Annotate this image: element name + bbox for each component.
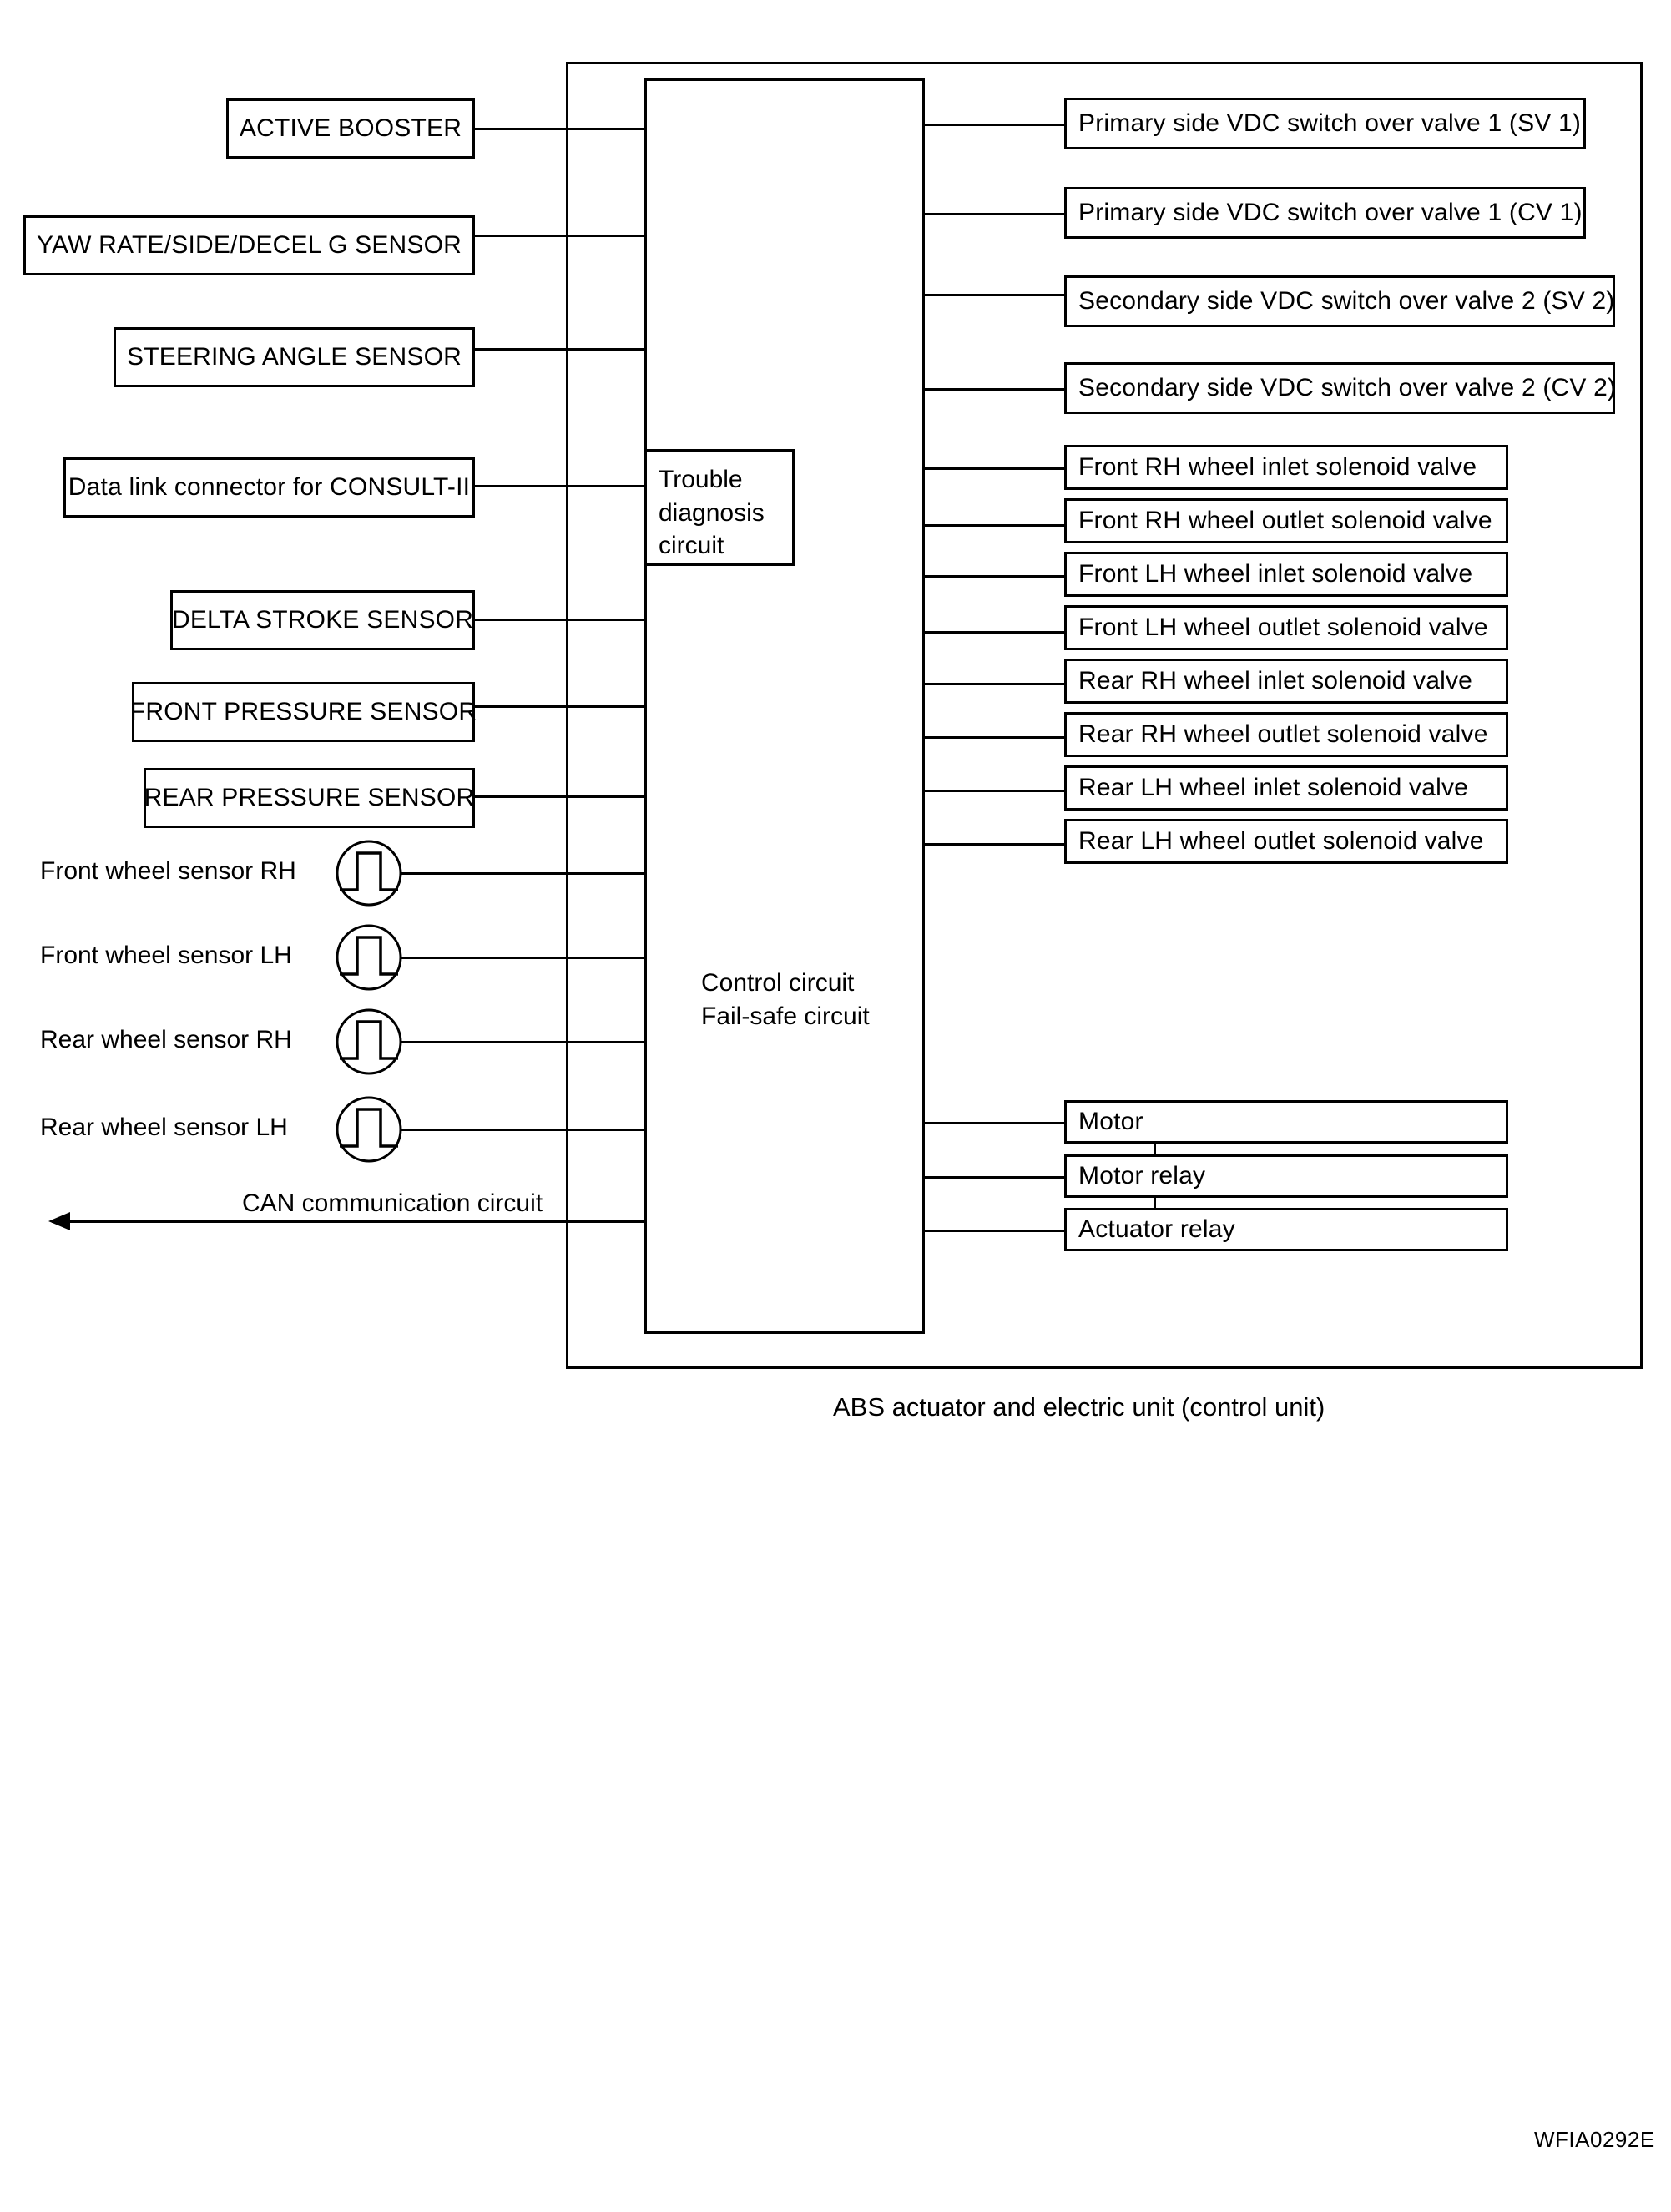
- output-label: Front LH wheel outlet solenoid valve: [1078, 614, 1488, 641]
- input-label: ACTIVE BOOSTER: [239, 114, 462, 142]
- connector-rear-pressure-sensor: [475, 795, 646, 798]
- input-box-yaw-rate-sensor[interactable]: YAW RATE/SIDE/DECEL G SENSOR: [23, 215, 475, 275]
- input-box-front-pressure-sensor[interactable]: FRONT PRESSURE SENSOR: [129, 682, 477, 742]
- connector-sv1: [923, 124, 1067, 126]
- connector-rear-lh-outlet: [923, 843, 1067, 846]
- input-box-steering-angle-sensor[interactable]: STEERING ANGLE SENSOR: [114, 327, 475, 387]
- connector-rear-rh-inlet: [923, 683, 1067, 685]
- connector-rear-lh-inlet: [923, 790, 1067, 792]
- connector-steering-angle-sensor: [475, 348, 646, 351]
- figure-id: WFIA0292E: [1534, 2127, 1655, 2152]
- connector-motor: [923, 1122, 1067, 1124]
- can-communication-label: CAN communication circuit: [242, 1189, 543, 1217]
- pulse-waveform-icon: [334, 1007, 404, 1081]
- output-box-cv2[interactable]: Secondary side VDC switch over valve 2 (…: [1064, 362, 1617, 414]
- output-box-rear-lh-inlet[interactable]: Rear LH wheel inlet solenoid valve: [1064, 765, 1508, 811]
- output-box-motor[interactable]: Motor: [1064, 1100, 1508, 1144]
- pulse-waveform-icon: [334, 1094, 404, 1169]
- output-box-front-lh-inlet[interactable]: Front LH wheel inlet solenoid valve: [1064, 552, 1508, 597]
- input-box-delta-stroke-sensor[interactable]: DELTA STROKE SENSOR: [170, 590, 475, 650]
- connector-actuator-relay: [923, 1230, 1067, 1232]
- output-box-motor-relay[interactable]: Motor relay: [1064, 1154, 1508, 1198]
- output-label: Rear RH wheel outlet solenoid valve: [1078, 720, 1488, 748]
- output-label: Front RH wheel inlet solenoid valve: [1078, 453, 1477, 481]
- output-label: Front RH wheel outlet solenoid valve: [1078, 507, 1492, 534]
- connector-front-rh-inlet: [923, 467, 1067, 470]
- output-label: Primary side VDC switch over valve 1 (CV…: [1078, 199, 1583, 226]
- connector-yaw-rate-sensor: [475, 235, 646, 237]
- input-label: REAR PRESSURE SENSOR: [144, 784, 475, 811]
- output-label: Primary side VDC switch over valve 1 (SV…: [1078, 109, 1582, 137]
- output-label: Rear LH wheel inlet solenoid valve: [1078, 774, 1469, 801]
- output-box-sv2[interactable]: Secondary side VDC switch over valve 2 (…: [1064, 275, 1615, 327]
- connector-rear-rh-outlet: [923, 736, 1067, 739]
- connector-front-lh-inlet: [923, 575, 1067, 578]
- trouble-diagnosis-line2: diagnosis: [659, 498, 765, 527]
- wheel-sensor-label-rear-lh: Rear wheel sensor LH: [40, 1114, 288, 1141]
- trouble-diagnosis-line3: circuit: [659, 532, 724, 560]
- control-circuit-label: Control circuit Fail-safe circuit: [701, 967, 870, 1033]
- input-box-rear-pressure-sensor[interactable]: REAR PRESSURE SENSOR: [144, 768, 475, 828]
- connector-data-link-connector: [475, 485, 646, 487]
- output-box-rear-rh-inlet[interactable]: Rear RH wheel inlet solenoid valve: [1064, 659, 1508, 704]
- input-label: FRONT PRESSURE SENSOR: [129, 698, 477, 725]
- connector-sv2: [923, 294, 1067, 296]
- connector-wheel-sensor-rear-lh: [399, 1129, 646, 1131]
- connector-front-lh-outlet: [923, 631, 1067, 634]
- tie-motor-relay-to-actuator-relay: [1154, 1196, 1156, 1210]
- output-label: Rear RH wheel inlet solenoid valve: [1078, 667, 1473, 694]
- output-box-sv1[interactable]: Primary side VDC switch over valve 1 (SV…: [1064, 98, 1586, 149]
- output-box-front-rh-inlet[interactable]: Front RH wheel inlet solenoid valve: [1064, 445, 1508, 490]
- connector-cv1: [923, 213, 1067, 215]
- connector-delta-stroke-sensor: [475, 619, 646, 621]
- output-box-rear-rh-outlet[interactable]: Rear RH wheel outlet solenoid valve: [1064, 712, 1508, 757]
- connector-cv2: [923, 388, 1067, 391]
- wheel-sensor-label-front-rh: Front wheel sensor RH: [40, 857, 296, 885]
- connector-wheel-sensor-front-rh: [399, 872, 646, 875]
- input-label: DELTA STROKE SENSOR: [171, 606, 474, 634]
- control-circuit-line2: Fail-safe circuit: [701, 1002, 870, 1030]
- trouble-diagnosis-line1: Trouble: [659, 466, 743, 493]
- connector-wheel-sensor-front-lh: [399, 957, 646, 959]
- output-box-actuator-relay[interactable]: Actuator relay: [1064, 1208, 1508, 1251]
- control-circuit-line1: Control circuit: [701, 969, 855, 997]
- diagram-caption: ABS actuator and electric unit (control …: [833, 1392, 1325, 1422]
- input-label: YAW RATE/SIDE/DECEL G SENSOR: [36, 231, 462, 259]
- trouble-diagnosis-box: Trouble diagnosis circuit: [644, 449, 795, 566]
- output-box-rear-lh-outlet[interactable]: Rear LH wheel outlet solenoid valve: [1064, 819, 1508, 864]
- output-box-front-rh-outlet[interactable]: Front RH wheel outlet solenoid valve: [1064, 498, 1508, 543]
- output-label: Motor relay: [1078, 1162, 1206, 1189]
- output-label: Rear LH wheel outlet solenoid valve: [1078, 827, 1484, 855]
- tie-motor-to-motor-relay: [1154, 1142, 1156, 1156]
- wheel-sensor-label-front-lh: Front wheel sensor LH: [40, 942, 292, 969]
- connector-active-booster: [475, 128, 646, 130]
- output-label: Secondary side VDC switch over valve 2 (…: [1078, 287, 1615, 315]
- wheel-sensor-label-rear-rh: Rear wheel sensor RH: [40, 1026, 292, 1053]
- output-label: Actuator relay: [1078, 1215, 1235, 1243]
- connector-motor-relay: [923, 1176, 1067, 1179]
- connector-front-pressure-sensor: [475, 705, 646, 708]
- connector-wheel-sensor-rear-rh: [399, 1041, 646, 1043]
- input-box-active-booster[interactable]: ACTIVE BOOSTER: [226, 98, 475, 159]
- connector-front-rh-outlet: [923, 524, 1067, 527]
- input-box-data-link-connector[interactable]: Data link connector for CONSULT-II: [63, 457, 475, 518]
- pulse-waveform-icon: [334, 922, 404, 997]
- abs-actuator-enclosure: [566, 62, 1643, 1369]
- output-box-front-lh-outlet[interactable]: Front LH wheel outlet solenoid valve: [1064, 605, 1508, 650]
- output-label: Motor: [1078, 1108, 1143, 1135]
- pulse-waveform-icon: [334, 838, 404, 912]
- left-arrow-icon: [45, 1208, 78, 1239]
- control-unit-inner-box: [644, 78, 925, 1334]
- input-label: STEERING ANGLE SENSOR: [127, 343, 462, 371]
- can-communication-line: [52, 1220, 646, 1223]
- output-label: Secondary side VDC switch over valve 2 (…: [1078, 374, 1617, 401]
- input-label: Data link connector for CONSULT-II: [68, 473, 471, 501]
- output-box-cv1[interactable]: Primary side VDC switch over valve 1 (CV…: [1064, 187, 1586, 239]
- output-label: Front LH wheel inlet solenoid valve: [1078, 560, 1473, 588]
